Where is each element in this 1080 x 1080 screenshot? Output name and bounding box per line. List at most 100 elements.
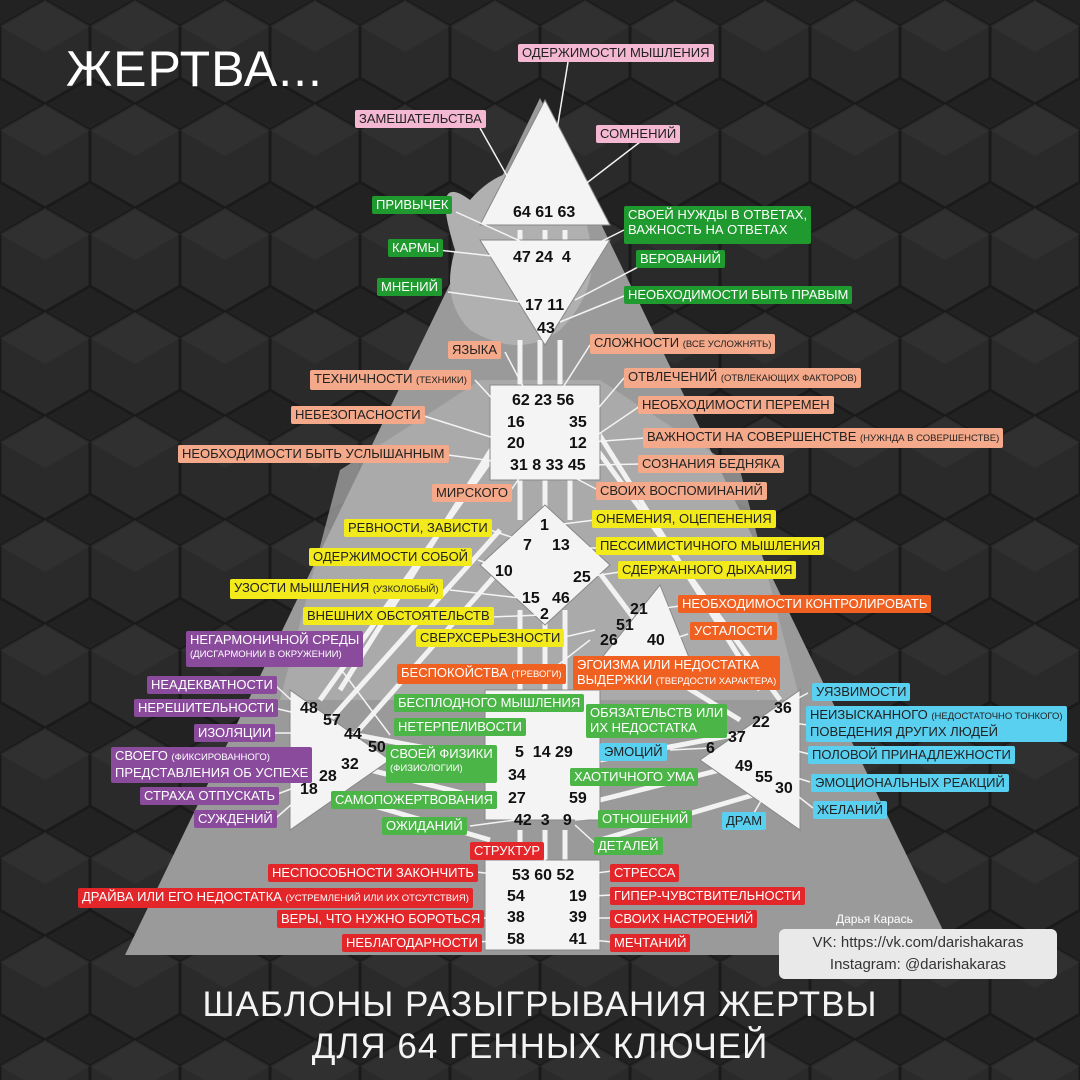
gate-15: 15 xyxy=(522,590,540,607)
label-dreaming: МЕЧТАНИЙ xyxy=(610,934,691,952)
gate-6: 6 xyxy=(706,740,715,757)
gate-57: 57 xyxy=(323,712,341,729)
gate-38: 38 xyxy=(507,909,525,926)
gate-22: 22 xyxy=(752,714,770,731)
gate-30: 30 xyxy=(775,780,793,797)
label-fatigue: УСТАЛОСТИ xyxy=(690,622,777,640)
label-structures: СТРУКТУР xyxy=(470,842,544,860)
gates-sacral-top: 5 14 29 xyxy=(515,744,573,761)
gates-head: 64 61 63 xyxy=(513,204,576,221)
label-inability-to-finish: НЕСПОСОБНОСТИ ЗАКОНЧИТЬ xyxy=(268,864,478,882)
gates-throat-top: 62 23 56 xyxy=(512,392,575,409)
label-impatience: НЕТЕРПЕЛИВОСТИ xyxy=(394,718,526,736)
gate-49: 49 xyxy=(735,758,753,775)
label-self-sacrifice: САМОПОЖЕРТВОВАНИЯ xyxy=(331,791,497,809)
gate-10: 10 xyxy=(495,563,513,580)
label-held-breath: СДЕРЖАННОГО ДЫХАНИЯ xyxy=(618,561,797,579)
label-insecurity: НЕБЕЗОПАСНОСТИ xyxy=(291,406,425,424)
label-jealousy: РЕВНОСТИ, ЗАВИСТИ xyxy=(344,519,492,537)
gates-throat-bottom: 31 8 33 45 xyxy=(510,457,586,474)
label-beliefs: ВЕРОВАНИЙ xyxy=(636,250,725,268)
label-drive: ДРАЙВА ИЛИ ЕГО НЕДОСТАТКА (УСТРЕМЛЕНИЙ И… xyxy=(78,888,473,908)
vk-link[interactable]: VK: https://vk.com/darishakaras xyxy=(812,934,1024,951)
label-need-to-be-right: НЕОБХОДИМОСТИ БЫТЬ ПРАВЫМ xyxy=(624,286,853,304)
label-habits: ПРИВЫЧЕК xyxy=(372,196,453,214)
label-moods: СВОИХ НАСТРОЕНИЙ xyxy=(610,910,758,928)
gate-19: 19 xyxy=(569,888,587,905)
instagram-handle[interactable]: Instagram: @darishakaras xyxy=(829,956,1007,973)
gate-12: 12 xyxy=(569,435,587,452)
gate-21: 21 xyxy=(630,601,648,618)
label-circumstances: ВНЕШНИХ ОБСТОЯТЕЛЬСТВ xyxy=(303,607,494,625)
label-need-for-change: НЕОБХОДИМОСТИ ПЕРЕМЕН xyxy=(638,396,834,414)
gates-ajna-top: 47 24 4 xyxy=(513,249,571,266)
label-technicality: ТЕХНИЧНОСТИ (ТЕХНИКИ) xyxy=(310,370,471,390)
label-poverty-mind: СОЗНАНИЯ БЕДНЯКА xyxy=(638,455,784,473)
label-confusion: ЗАМЕШАТЕЛЬСТВА xyxy=(355,110,486,128)
gate-40: 40 xyxy=(647,632,665,649)
gate-50: 50 xyxy=(368,739,386,756)
gate-20: 20 xyxy=(507,435,525,452)
gate-28: 28 xyxy=(319,768,337,785)
gates-sacral-bottom: 42 3 9 xyxy=(514,812,572,829)
label-disharmony: НЕГАРМОНИЧНОЙ СРЕДЫ(ДИСГАРМОНИИ В ОКРУЖЕ… xyxy=(186,631,364,667)
label-hypersensitivity: ГИПЕР-ЧУВСТВИТЕЛЬНОСТИ xyxy=(610,887,805,905)
gates-ajna-mid: 17 11 xyxy=(525,297,565,314)
gate-41: 41 xyxy=(569,931,587,948)
label-numbness: ОНЕМЕНИЯ, ОЦЕПЕНЕНИЯ xyxy=(592,510,776,528)
footer-line-2: ДЛЯ 64 ГЕННЫХ КЛЮЧЕЙ xyxy=(311,1027,769,1066)
gate-27: 27 xyxy=(508,790,526,807)
gates-root-top: 53 60 52 xyxy=(512,867,575,884)
label-success-image: СВОЕГО (ФИКСИРОВАННОГО)ПРЕДСТАВЛЕНИЯ ОБ … xyxy=(111,747,313,783)
label-doubts: СОМНЕНИЙ xyxy=(596,125,681,143)
gate-39: 39 xyxy=(569,909,587,926)
label-indecision: НЕРЕШИТЕЛЬНОСТИ xyxy=(134,699,279,717)
gate-55: 55 xyxy=(755,769,773,786)
gate-16: 16 xyxy=(507,414,525,431)
gate-26: 26 xyxy=(600,632,618,649)
gate-34: 34 xyxy=(508,767,526,784)
label-unrefined-behavior: НЕИЗЫСКАННОГО (НЕДОСТАТОЧНО ТОНКОГО)ПОВЕ… xyxy=(806,706,1067,742)
label-physique: СВОЕЙ ФИЗИКИ(ФИЗИОЛОГИИ) xyxy=(386,745,497,783)
label-fear-letting-go: СТРАХА ОТПУСКАТЬ xyxy=(140,787,280,805)
label-inadequacy: НЕАДЕКВАТНОСТИ xyxy=(147,676,277,694)
label-details: ДЕТАЛЕЙ xyxy=(594,837,663,855)
gate-54: 54 xyxy=(507,888,525,905)
ajna-center xyxy=(479,239,611,346)
gate-1: 1 xyxy=(540,517,549,534)
label-desires: ЖЕЛАНИЙ xyxy=(813,801,887,819)
gate-13: 13 xyxy=(552,537,570,554)
gate-18: 18 xyxy=(300,781,318,798)
label-worldly: МИРСКОГО xyxy=(432,484,513,502)
gate-36: 36 xyxy=(774,700,792,717)
label-language: ЯЗЫКА xyxy=(448,341,501,359)
label-need-to-fight: ВЕРЫ, ЧТО НУЖНО БОРОТЬСЯ xyxy=(277,910,485,928)
label-ingratitude: НЕБЛАГОДАРНОСТИ xyxy=(342,934,482,952)
g-center xyxy=(479,504,611,626)
label-fruitless-thinking: БЕСПЛОДНОГО МЫШЛЕНИЯ xyxy=(394,694,585,712)
gate-48: 48 xyxy=(300,700,318,717)
label-perfection: ВАЖНОСТИ НА СОВЕРШЕНСТВЕ (НУЖНДА В СОВЕР… xyxy=(643,428,1004,448)
gate-51: 51 xyxy=(616,617,634,634)
gate-32: 32 xyxy=(341,756,359,773)
label-judgments: СУЖДЕНИЙ xyxy=(194,810,277,828)
gate-44: 44 xyxy=(344,726,362,743)
label-emotions: ЭМОЦИЙ xyxy=(600,743,667,761)
author-credit: Дарья Карась xyxy=(836,912,913,926)
footer-line-1: ШАБЛОНЫ РАЗЫГРЫВАНИЯ ЖЕРТВЫ xyxy=(202,985,878,1024)
gate-58: 58 xyxy=(507,931,525,948)
gate-37: 37 xyxy=(728,729,746,746)
social-links-box: VK: https://vk.com/darishakaras Instagra… xyxy=(779,929,1057,979)
gate-7: 7 xyxy=(523,537,532,554)
label-thinking-obsession: ОДЕРЖИМОСТИ МЫШЛЕНИЯ xyxy=(518,44,714,62)
label-memories: СВОИХ ВОСПОМИНАНИЙ xyxy=(596,482,767,500)
gate-43: 43 xyxy=(537,320,555,337)
label-need-for-answers: СВОЕЙ НУЖДЫ В ОТВЕТАХ,ВАЖНОСТЬ НА ОТВЕТА… xyxy=(624,206,812,244)
gate-46: 46 xyxy=(552,590,570,607)
label-over-seriousness: СВЕРХСЕРЬЕЗНОСТИ xyxy=(416,629,565,647)
label-vulnerability: УЯЗВИМОСТИ xyxy=(812,683,911,701)
